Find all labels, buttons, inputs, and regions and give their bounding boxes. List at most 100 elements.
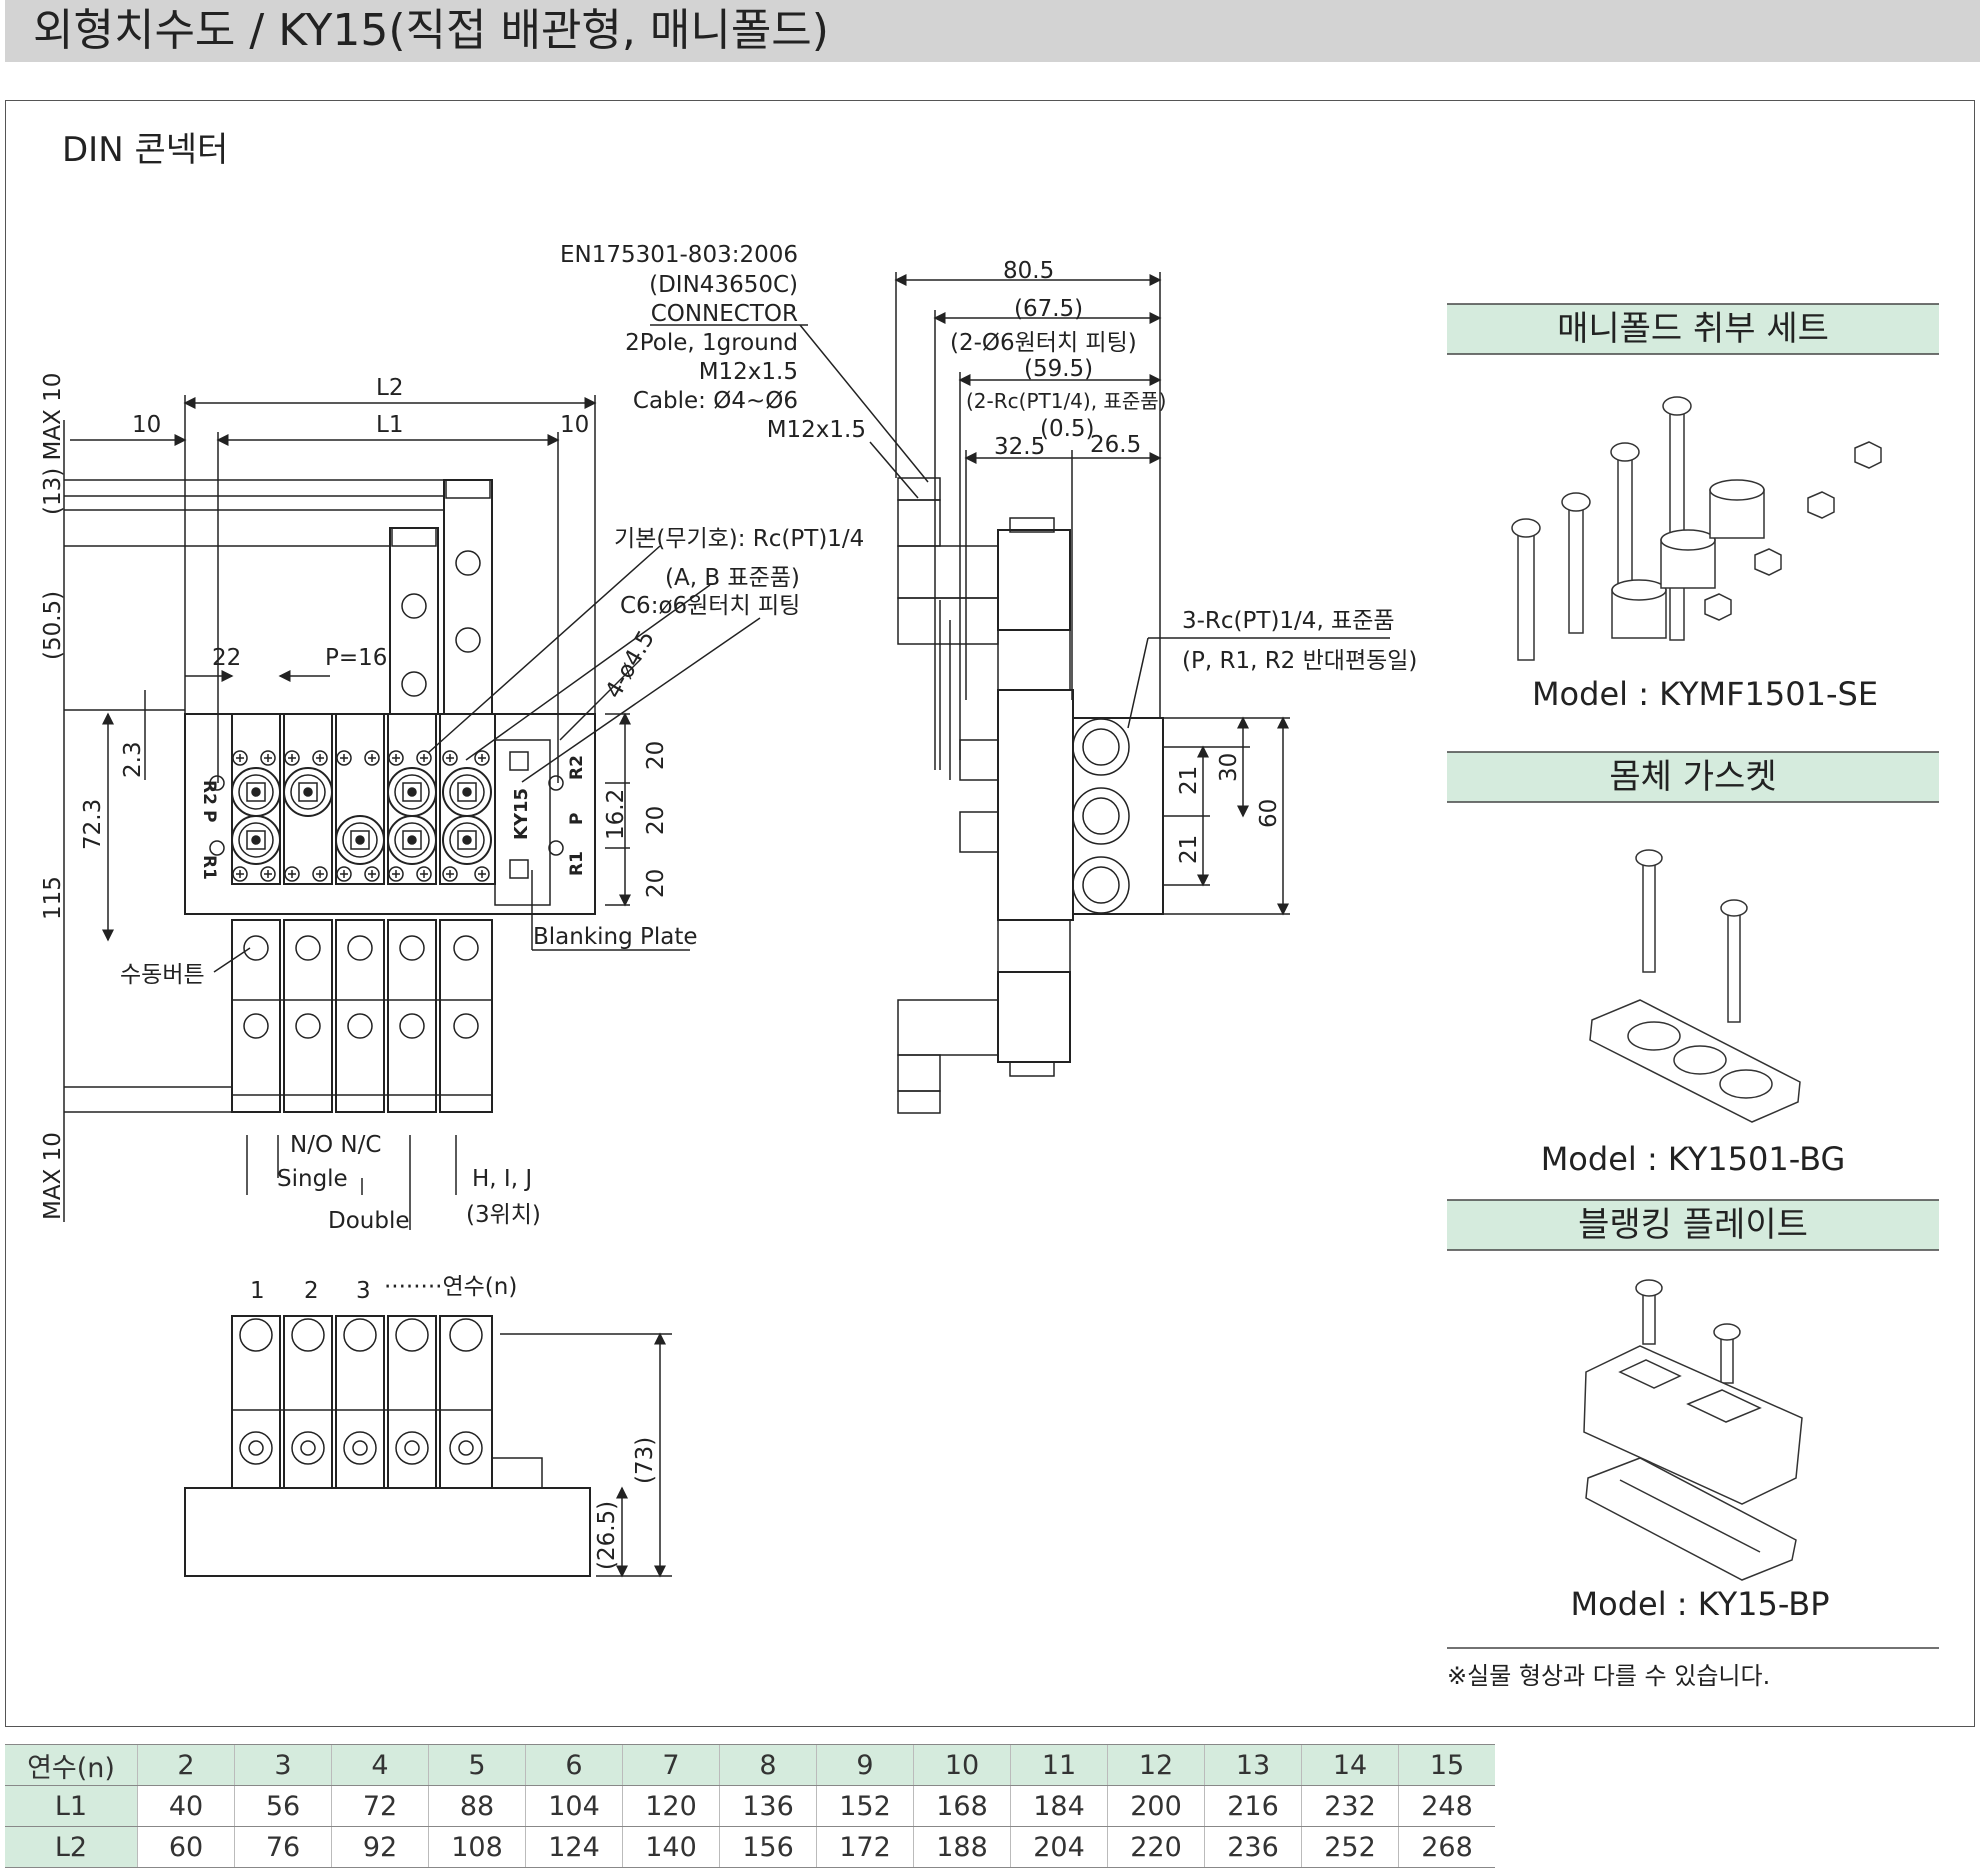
port-p-right: P	[567, 813, 587, 825]
dim-67-5: (67.5)	[1014, 296, 1083, 322]
table-cell: 232	[1301, 1785, 1399, 1827]
label-single: Single	[277, 1166, 348, 1192]
table-header-cell: 11	[1010, 1744, 1108, 1786]
table-header-cell: 5	[428, 1744, 526, 1786]
table-cell: 188	[913, 1826, 1011, 1868]
manifold-label: KY15	[511, 788, 532, 840]
accessory-model-1: Model : KYMF1501-SE	[1532, 675, 1878, 713]
disclaimer-note: ※실물 형상과 다를 수 있습니다.	[1447, 1662, 1770, 1690]
table-cell: 104	[525, 1785, 623, 1827]
row-label: L1	[5, 1785, 138, 1827]
table-cell: 60	[137, 1826, 235, 1868]
dim-10-right: 10	[560, 412, 589, 438]
dim-pitch: P=16	[325, 645, 387, 671]
dim-16-2: 16.2	[603, 789, 629, 840]
page-title: 외형치수도 / KY15(직접 배관형, 매니폴드)	[33, 5, 829, 56]
table-header-cell: 12	[1107, 1744, 1205, 1786]
port-r2-right: R2	[567, 755, 587, 780]
table-header-label: 연수(n)	[5, 1744, 138, 1786]
table-cell: 204	[1010, 1826, 1108, 1868]
table-header-cell: 14	[1301, 1744, 1399, 1786]
table-cell: 136	[719, 1785, 817, 1827]
dim-0-5: (0.5)	[1040, 416, 1095, 442]
accessory-panels: 매니폴드 취부 세트 Model : KYMF1501-SE 몸체 가스켓	[1447, 303, 1939, 1690]
row-label: L2	[5, 1826, 138, 1868]
table-cell: 168	[913, 1785, 1011, 1827]
side-port-note-1: 3-Rc(PT)1/4, 표준품	[1182, 608, 1395, 634]
front-view	[63, 395, 761, 1230]
accessory-heading-1: 매니폴드 취부 세트	[1557, 309, 1829, 349]
table-header-cell: 2	[137, 1744, 235, 1786]
table-row: L1 40 56 72 88 104 120 136 152 168 184 2…	[5, 1785, 1495, 1827]
technical-drawing: DIN 콘넥터	[40, 130, 1939, 1690]
station-2: 2	[304, 1278, 319, 1304]
label-no-nc: N/O N/C	[290, 1132, 381, 1158]
accessory-heading-3: 블랭킹 플레이트	[1578, 1205, 1808, 1245]
table-cell: 200	[1107, 1785, 1205, 1827]
dim-73: (73)	[632, 1437, 658, 1484]
table-cell: 268	[1398, 1826, 1495, 1868]
dim-30: 30	[1216, 753, 1242, 782]
dim-10-left: 10	[132, 412, 161, 438]
dim-2-3: 2.3	[120, 741, 146, 778]
table-cell: 248	[1398, 1785, 1495, 1827]
table-header-cell: 4	[331, 1744, 429, 1786]
table-row: L2 60 76 92 108 124 140 156 172 188 204 …	[5, 1826, 1495, 1868]
dim-l2: L2	[376, 375, 403, 401]
accessory-heading-2: 몸체 가스켓	[1609, 757, 1776, 797]
port-note-line-1: 기본(무기호): Rc(PT)1/4	[614, 526, 864, 552]
table-header-cell: 9	[816, 1744, 914, 1786]
section-label: DIN 콘넥터	[62, 130, 228, 170]
table-cell: 184	[1010, 1785, 1108, 1827]
dim-80-5: 80.5	[1003, 258, 1054, 284]
bottom-view	[184, 1315, 672, 1578]
dim-rc: (2-Rc(PT1/4), 표준품)	[966, 389, 1166, 413]
dim-60: 60	[1256, 799, 1282, 828]
dim-20-b: 20	[643, 806, 669, 835]
station-3: 3	[356, 1278, 371, 1304]
gasket-picture	[1589, 849, 1801, 1123]
drawing-frame	[5, 100, 1975, 1727]
accessory-model-2: Model : KY1501-BG	[1541, 1140, 1846, 1178]
svg-text:Cable: Ø4~Ø6: Cable: Ø4~Ø6	[633, 388, 798, 414]
table-cell: 140	[622, 1826, 720, 1868]
table-cell: 76	[234, 1826, 332, 1868]
station-n: ········연수(n)	[384, 1274, 517, 1300]
dim-20-a: 20	[643, 741, 669, 770]
table-cell: 92	[331, 1826, 429, 1868]
table-header-cell: 6	[525, 1744, 623, 1786]
dim-21-b: 21	[1176, 835, 1202, 864]
port-note-line-2: (A, B 표준품)	[665, 565, 800, 591]
port-note-line-3: C6:ø6원터치 피팅	[620, 593, 800, 619]
spec-table: 연수(n) 2 3 4 5 6 7 8 9 10 11 12 13 14 15 …	[5, 1744, 1495, 1868]
table-cell: 216	[1204, 1785, 1302, 1827]
table-header-cell: 7	[622, 1744, 720, 1786]
table-cell: 108	[428, 1826, 526, 1868]
svg-text:(DIN43650C): (DIN43650C)	[649, 272, 798, 298]
blanking-plate-label: Blanking Plate	[533, 924, 698, 950]
dim-max10-top: (13) MAX 10	[40, 373, 66, 515]
dim-59-5: (59.5)	[1024, 356, 1093, 382]
table-header-cell: 3	[234, 1744, 332, 1786]
label-hij: H, I, J	[472, 1166, 532, 1192]
station-1: 1	[250, 1278, 265, 1304]
table-cell: 156	[719, 1826, 817, 1868]
svg-text:EN175301-803:2006: EN175301-803:2006	[560, 242, 798, 268]
title-bar: 외형치수도 / KY15(직접 배관형, 매니폴드)	[5, 0, 1980, 62]
dim-26-5-bottom: (26.5)	[594, 1501, 620, 1570]
table-cell: 40	[137, 1785, 235, 1827]
table-header-cell: 8	[719, 1744, 817, 1786]
accessory-model-3: Model : KY15-BP	[1571, 1585, 1830, 1623]
table-cell: 236	[1204, 1826, 1302, 1868]
mounting-set-picture	[1511, 396, 1882, 661]
table-header-row: 연수(n) 2 3 4 5 6 7 8 9 10 11 12 13 14 15	[5, 1744, 1495, 1786]
table-cell: 124	[525, 1826, 623, 1868]
label-3pos: (3위치)	[466, 1202, 541, 1228]
side-port-note-2: (P, R1, R2 반대편동일)	[1182, 648, 1417, 674]
port-p-left: P	[199, 810, 219, 822]
connector-callout: EN175301-803:2006 (DIN43650C) CONNECTOR …	[560, 242, 866, 443]
dim-20-c: 20	[643, 869, 669, 898]
dim-l1: L1	[376, 412, 403, 438]
dim-m12-side: M12x1.5	[767, 417, 866, 443]
table-cell: 72	[331, 1785, 429, 1827]
